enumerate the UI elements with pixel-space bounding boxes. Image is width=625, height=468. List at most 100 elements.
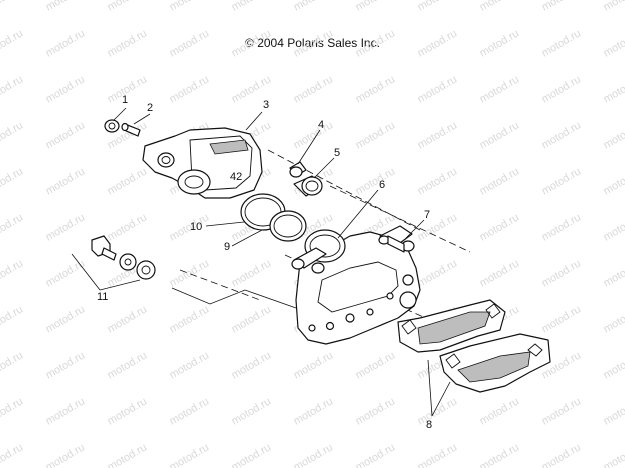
watermark-text: motod.ru bbox=[477, 73, 521, 105]
watermark-text: motod.ru bbox=[105, 395, 149, 427]
watermark-text: motod.ru bbox=[415, 395, 459, 427]
watermark-text: motod.ru bbox=[43, 395, 87, 427]
watermark-text: motod.ru bbox=[601, 27, 625, 59]
watermark-text: motod.ru bbox=[167, 395, 211, 427]
watermark-text: motod.ru bbox=[167, 349, 211, 381]
watermark-text: motod.ru bbox=[0, 119, 25, 151]
watermark-text: motod.ru bbox=[291, 0, 335, 14]
callout-3: 3 bbox=[263, 99, 269, 111]
callout-4: 4 bbox=[318, 119, 324, 131]
callout-7: 7 bbox=[424, 209, 430, 221]
watermark-text: motod.ru bbox=[0, 165, 25, 197]
watermark-text: motod.ru bbox=[353, 119, 397, 151]
watermark-text: motod.ru bbox=[601, 165, 625, 197]
callout-11: 11 bbox=[97, 291, 108, 303]
watermark-text: motod.ru bbox=[539, 165, 583, 197]
watermark-text: motod.ru bbox=[105, 211, 149, 243]
seals bbox=[240, 193, 307, 242]
watermark-text: motod.ru bbox=[105, 165, 149, 197]
watermark-text: motod.ru bbox=[105, 349, 149, 381]
watermark-text: motod.ru bbox=[539, 211, 583, 243]
caliper-body: 42 bbox=[142, 127, 263, 199]
watermark-text: motod.ru bbox=[539, 0, 583, 14]
watermark-text: motod.ru bbox=[601, 211, 625, 243]
watermark-text: motod.ru bbox=[167, 0, 211, 14]
watermark-text: motod.ru bbox=[415, 0, 459, 14]
watermark-text: motod.ru bbox=[415, 441, 459, 468]
copyright-text: © 2004 Polaris Sales Inc. bbox=[245, 36, 380, 50]
callout-5: 5 bbox=[334, 147, 340, 159]
watermark-text: motod.ru bbox=[291, 119, 335, 151]
watermark-text: motod.ru bbox=[601, 303, 625, 335]
watermark-text: motod.ru bbox=[167, 257, 211, 289]
leader-lines bbox=[71, 107, 451, 417]
callout-6: 6 bbox=[379, 179, 385, 191]
watermark-text: motod.ru bbox=[353, 349, 397, 381]
callout-9: 9 bbox=[224, 241, 230, 253]
watermark-text: motod.ru bbox=[539, 73, 583, 105]
watermark-text: motod.ru bbox=[105, 441, 149, 468]
watermark-text: motod.ru bbox=[43, 211, 87, 243]
callout-10: 10 bbox=[190, 221, 202, 233]
watermark-text: motod.ru bbox=[43, 303, 87, 335]
watermark-text: motod.ru bbox=[539, 257, 583, 289]
watermark-text: motod.ru bbox=[0, 27, 25, 59]
mounting-hardware bbox=[91, 235, 156, 280]
watermark-text: motod.ru bbox=[167, 441, 211, 468]
callout-2: 2 bbox=[147, 102, 153, 114]
watermark-text: motod.ru bbox=[477, 27, 521, 59]
watermark-text: motod.ru bbox=[229, 303, 273, 335]
watermark-text: motod.ru bbox=[477, 165, 521, 197]
brake-pads bbox=[397, 299, 551, 393]
watermark-text: motod.ru bbox=[229, 395, 273, 427]
watermark-text: motod.ru bbox=[0, 73, 25, 105]
watermark-text: motod.ru bbox=[43, 27, 87, 59]
watermark-text: motod.ru bbox=[539, 395, 583, 427]
watermark-text: motod.ru bbox=[0, 0, 25, 14]
watermark-text: motod.ru bbox=[229, 27, 273, 59]
watermark-text: motod.ru bbox=[0, 395, 25, 427]
watermark-text: motod.ru bbox=[477, 119, 521, 151]
watermark-text: motod.ru bbox=[43, 119, 87, 151]
watermark-text: motod.ru bbox=[601, 257, 625, 289]
watermark-text: motod.ru bbox=[477, 211, 521, 243]
watermark-text: motod.ru bbox=[415, 73, 459, 105]
watermark-text: motod.ru bbox=[291, 349, 335, 381]
watermark-text: motod.ru bbox=[477, 395, 521, 427]
watermark-text: motod.ru bbox=[0, 257, 25, 289]
caliper-mark: 42 bbox=[230, 171, 242, 183]
watermark-text: motod.ru bbox=[291, 73, 335, 105]
watermark-text: motod.ru bbox=[415, 211, 459, 243]
watermark-text: motod.ru bbox=[43, 0, 87, 14]
watermark-text: motod.ru bbox=[105, 0, 149, 14]
watermark-text: motod.ru bbox=[601, 395, 625, 427]
watermark-text: motod.ru bbox=[539, 27, 583, 59]
watermark-text: motod.ru bbox=[539, 119, 583, 151]
watermark-text: motod.ru bbox=[477, 441, 521, 468]
watermark-text: motod.ru bbox=[229, 257, 273, 289]
watermark-text: motod.ru bbox=[353, 441, 397, 468]
watermark-text: motod.ru bbox=[43, 441, 87, 468]
alignment-axes bbox=[179, 149, 471, 321]
watermark-text: motod.ru bbox=[0, 303, 25, 335]
watermark-text: motod.ru bbox=[0, 441, 25, 468]
watermark-text: motod.ru bbox=[43, 349, 87, 381]
watermark-text: motod.ru bbox=[601, 119, 625, 151]
watermark-text: motod.ru bbox=[43, 165, 87, 197]
watermark-text: motod.ru bbox=[601, 349, 625, 381]
watermark-text: motod.ru bbox=[43, 73, 87, 105]
watermark-text: motod.ru bbox=[167, 303, 211, 335]
watermark-text: motod.ru bbox=[415, 27, 459, 59]
watermark-text: motod.ru bbox=[539, 441, 583, 468]
watermark-text: motod.ru bbox=[477, 0, 521, 14]
watermark-text: motod.ru bbox=[353, 73, 397, 105]
bleeder-parts bbox=[104, 119, 141, 137]
watermark-text: motod.ru bbox=[415, 165, 459, 197]
watermark-text: motod.ru bbox=[353, 0, 397, 14]
callout-1: 1 bbox=[122, 94, 128, 106]
watermark-text: motod.ru bbox=[105, 303, 149, 335]
watermark-text: motod.ru bbox=[0, 349, 25, 381]
pin-boots bbox=[289, 161, 323, 197]
watermark-text: motod.ru bbox=[415, 257, 459, 289]
